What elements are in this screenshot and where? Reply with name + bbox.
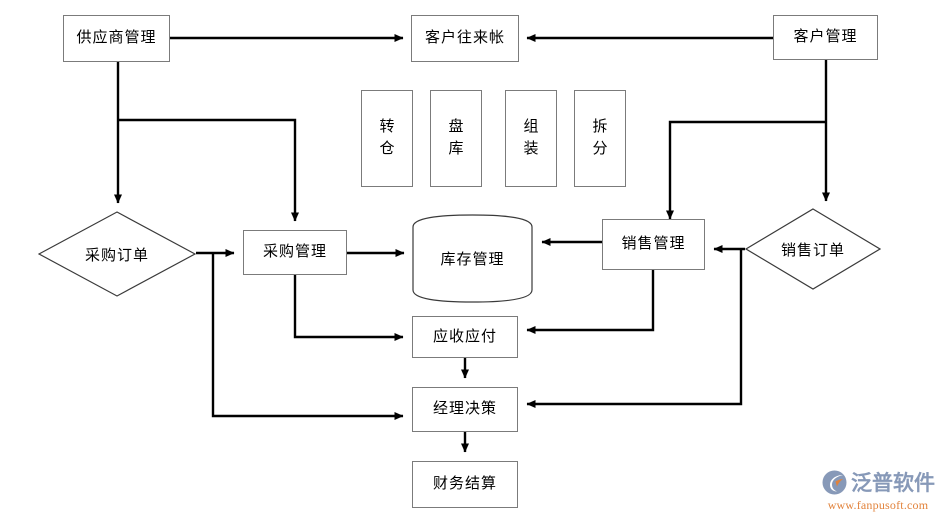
- watermark-url-text: www.fanpusoft.com: [827, 498, 929, 512]
- cylinder-shape: [412, 214, 533, 303]
- edge-purchase-mgmt-to-receivable: [293, 275, 404, 341]
- node-label: 采购管理: [262, 244, 327, 261]
- node-label: 客户管理: [793, 29, 858, 46]
- node-sales-order[interactable]: 销售订单: [745, 208, 881, 290]
- edge-supplier-to-purchase-mgmt: [118, 118, 299, 222]
- node-manager-decision[interactable]: 经理决策: [412, 387, 518, 432]
- diamond-shape: [745, 208, 881, 290]
- node-label: 财务结算: [432, 476, 497, 493]
- node-label: 销售管理: [621, 236, 686, 253]
- node-label: 拆分: [592, 118, 608, 157]
- diamond-shape: [38, 211, 196, 297]
- node-label: 盘库: [448, 118, 464, 157]
- node-disassemble[interactable]: 拆分: [574, 90, 626, 187]
- node-transfer[interactable]: 转仓: [361, 90, 413, 187]
- edge-customer-to-sales-mgmt: [666, 120, 826, 220]
- watermark-brand-row: 泛普软件: [821, 467, 935, 497]
- node-receivable[interactable]: 应收应付: [412, 316, 518, 358]
- node-purchase-order[interactable]: 采购订单: [38, 211, 196, 297]
- node-customer-ledger[interactable]: 客户往来帐: [411, 15, 519, 62]
- node-purchase-mgmt[interactable]: 采购管理: [243, 230, 347, 275]
- node-label: 应收应付: [432, 328, 497, 345]
- node-label: 采购订单: [84, 247, 149, 264]
- node-label: 经理决策: [432, 401, 497, 418]
- watermark-brand-text: 泛普软件: [851, 472, 935, 495]
- node-label: 库存管理: [440, 252, 505, 268]
- fanpu-logo-icon: [821, 469, 848, 496]
- node-label: 组装: [523, 118, 539, 157]
- node-assemble[interactable]: 组装: [505, 90, 557, 187]
- watermark: 泛普软件 www.fanpusoft.com: [812, 462, 944, 518]
- node-label: 销售订单: [780, 242, 845, 259]
- node-stocktake[interactable]: 盘库: [430, 90, 482, 187]
- node-finance-settle[interactable]: 财务结算: [412, 461, 518, 508]
- node-customer-mgmt[interactable]: 客户管理: [773, 15, 878, 60]
- edge-purchase-order-to-manager: [211, 253, 404, 420]
- node-label: 客户往来帐: [424, 30, 505, 47]
- edge-sales-order-to-manager: [526, 249, 743, 408]
- node-supplier-mgmt[interactable]: 供应商管理: [63, 15, 170, 62]
- edge-sales-mgmt-to-receivable: [526, 270, 655, 334]
- node-label: 供应商管理: [76, 30, 157, 47]
- node-inventory-mgmt[interactable]: 库存管理: [412, 214, 533, 303]
- node-sales-mgmt[interactable]: 销售管理: [602, 219, 705, 270]
- node-label: 转仓: [379, 118, 395, 157]
